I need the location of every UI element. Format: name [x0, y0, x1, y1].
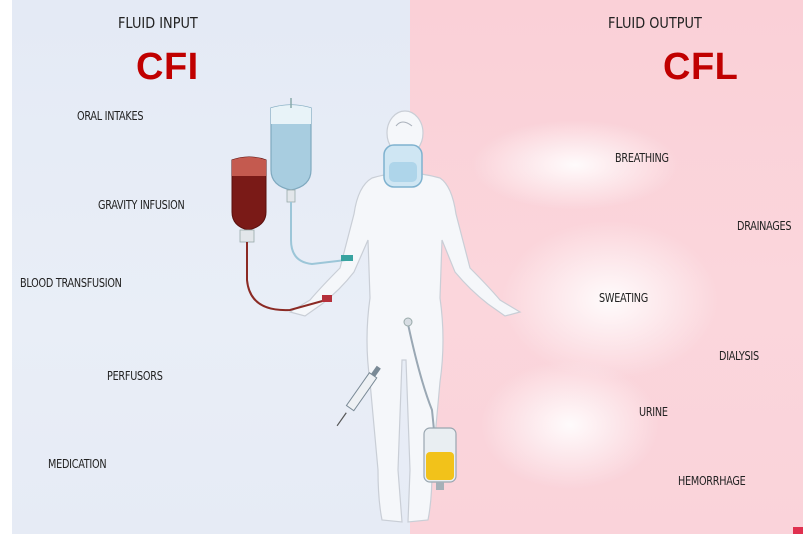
transfusion-connector: [322, 295, 332, 302]
input-item-perfusors: PERFUSORS: [107, 368, 163, 383]
urine-bag-icon: [424, 428, 456, 490]
corner-mark: [793, 527, 803, 534]
input-item-blood-transfusion: BLOOD TRANSFUSION: [20, 275, 122, 290]
catheter-entry: [404, 318, 412, 326]
output-item-dialysis: DIALYSIS: [719, 348, 759, 363]
fluid-output-heading: FLUID OUTPUT: [608, 14, 702, 32]
saline-bag-icon: [271, 98, 311, 202]
blood-bag-icon: [232, 157, 266, 242]
input-item-medication: MEDICATION: [48, 456, 106, 471]
fluid-input-heading: FLUID INPUT: [118, 14, 198, 32]
output-item-sweating: SWEATING: [599, 290, 648, 305]
input-item-gravity-infusion: GRAVITY INFUSION: [98, 197, 184, 212]
cfi-code: CFI: [136, 46, 199, 89]
iv-connector: [341, 255, 353, 261]
output-item-breathing: BREATHING: [615, 150, 669, 165]
cfl-code: CFL: [663, 46, 738, 89]
output-item-urine: URINE: [639, 404, 668, 419]
output-item-hemorrhage: HEMORRHAGE: [678, 473, 746, 488]
input-item-oral-intakes: ORAL INTAKES: [77, 108, 143, 123]
output-item-drainages: DRAINAGES: [737, 218, 791, 233]
iv-line: [291, 202, 346, 264]
